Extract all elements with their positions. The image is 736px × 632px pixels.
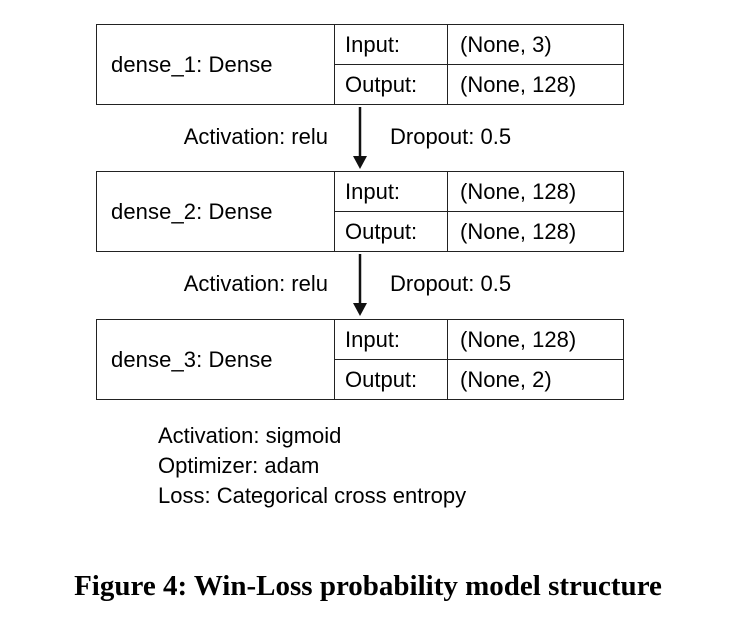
dropout-label: Dropout: 0.5 <box>390 124 512 149</box>
layer-box-dense-2: dense_2: Dense Input: (None, 128) Output… <box>96 171 624 252</box>
input-row: Input: (None, 128) <box>335 320 623 359</box>
figure-caption: Figure 4: Win-Loss probability model str… <box>74 570 662 602</box>
layer-io-table: Input: (None, 3) Output: (None, 128) <box>335 25 623 104</box>
layer-name: dense_2: Dense <box>97 172 335 251</box>
output-shape: (None, 2) <box>460 366 552 392</box>
input-shape: (None, 3) <box>460 31 552 57</box>
input-label: Input: <box>335 172 448 211</box>
input-shape: (None, 128) <box>460 178 577 204</box>
down-arrow-icon <box>353 107 367 169</box>
input-label: Input: <box>335 320 448 359</box>
output-shape: (None, 128) <box>460 218 577 244</box>
layer-box-dense-1: dense_1: Dense Input: (None, 3) Output: … <box>96 24 624 105</box>
output-shape: (None, 128) <box>460 71 577 97</box>
optimizer: Optimizer: adam <box>158 453 320 478</box>
final-activation: Activation: sigmoid <box>158 423 342 448</box>
output-label: Output: <box>335 360 448 399</box>
layer-io-table: Input: (None, 128) Output: (None, 2) <box>335 320 623 399</box>
output-row: Output: (None, 128) <box>335 64 623 104</box>
input-row: Input: (None, 128) <box>335 172 623 211</box>
connector-2: Activation: relu Dropout: 0.5 <box>0 252 736 318</box>
input-label: Input: <box>335 25 448 64</box>
layer-box-dense-3: dense_3: Dense Input: (None, 128) Output… <box>96 319 624 400</box>
input-row: Input: (None, 3) <box>335 25 623 64</box>
output-row: Output: (None, 128) <box>335 211 623 251</box>
output-label: Output: <box>335 212 448 251</box>
down-arrow-icon <box>353 254 367 316</box>
layer-name: dense_3: Dense <box>97 320 335 399</box>
layer-name: dense_1: Dense <box>97 25 335 104</box>
activation-label: Activation: relu <box>183 124 328 149</box>
activation-label: Activation: relu <box>183 271 328 296</box>
output-label: Output: <box>335 65 448 104</box>
loss-function: Loss: Categorical cross entropy <box>158 483 467 508</box>
dropout-label: Dropout: 0.5 <box>390 271 512 296</box>
input-shape: (None, 128) <box>460 326 577 352</box>
output-row: Output: (None, 2) <box>335 359 623 399</box>
connector-1: Activation: relu Dropout: 0.5 <box>0 105 736 171</box>
training-config: Activation: sigmoid Optimizer: adam Loss… <box>158 421 466 511</box>
layer-io-table: Input: (None, 128) Output: (None, 128) <box>335 172 623 251</box>
